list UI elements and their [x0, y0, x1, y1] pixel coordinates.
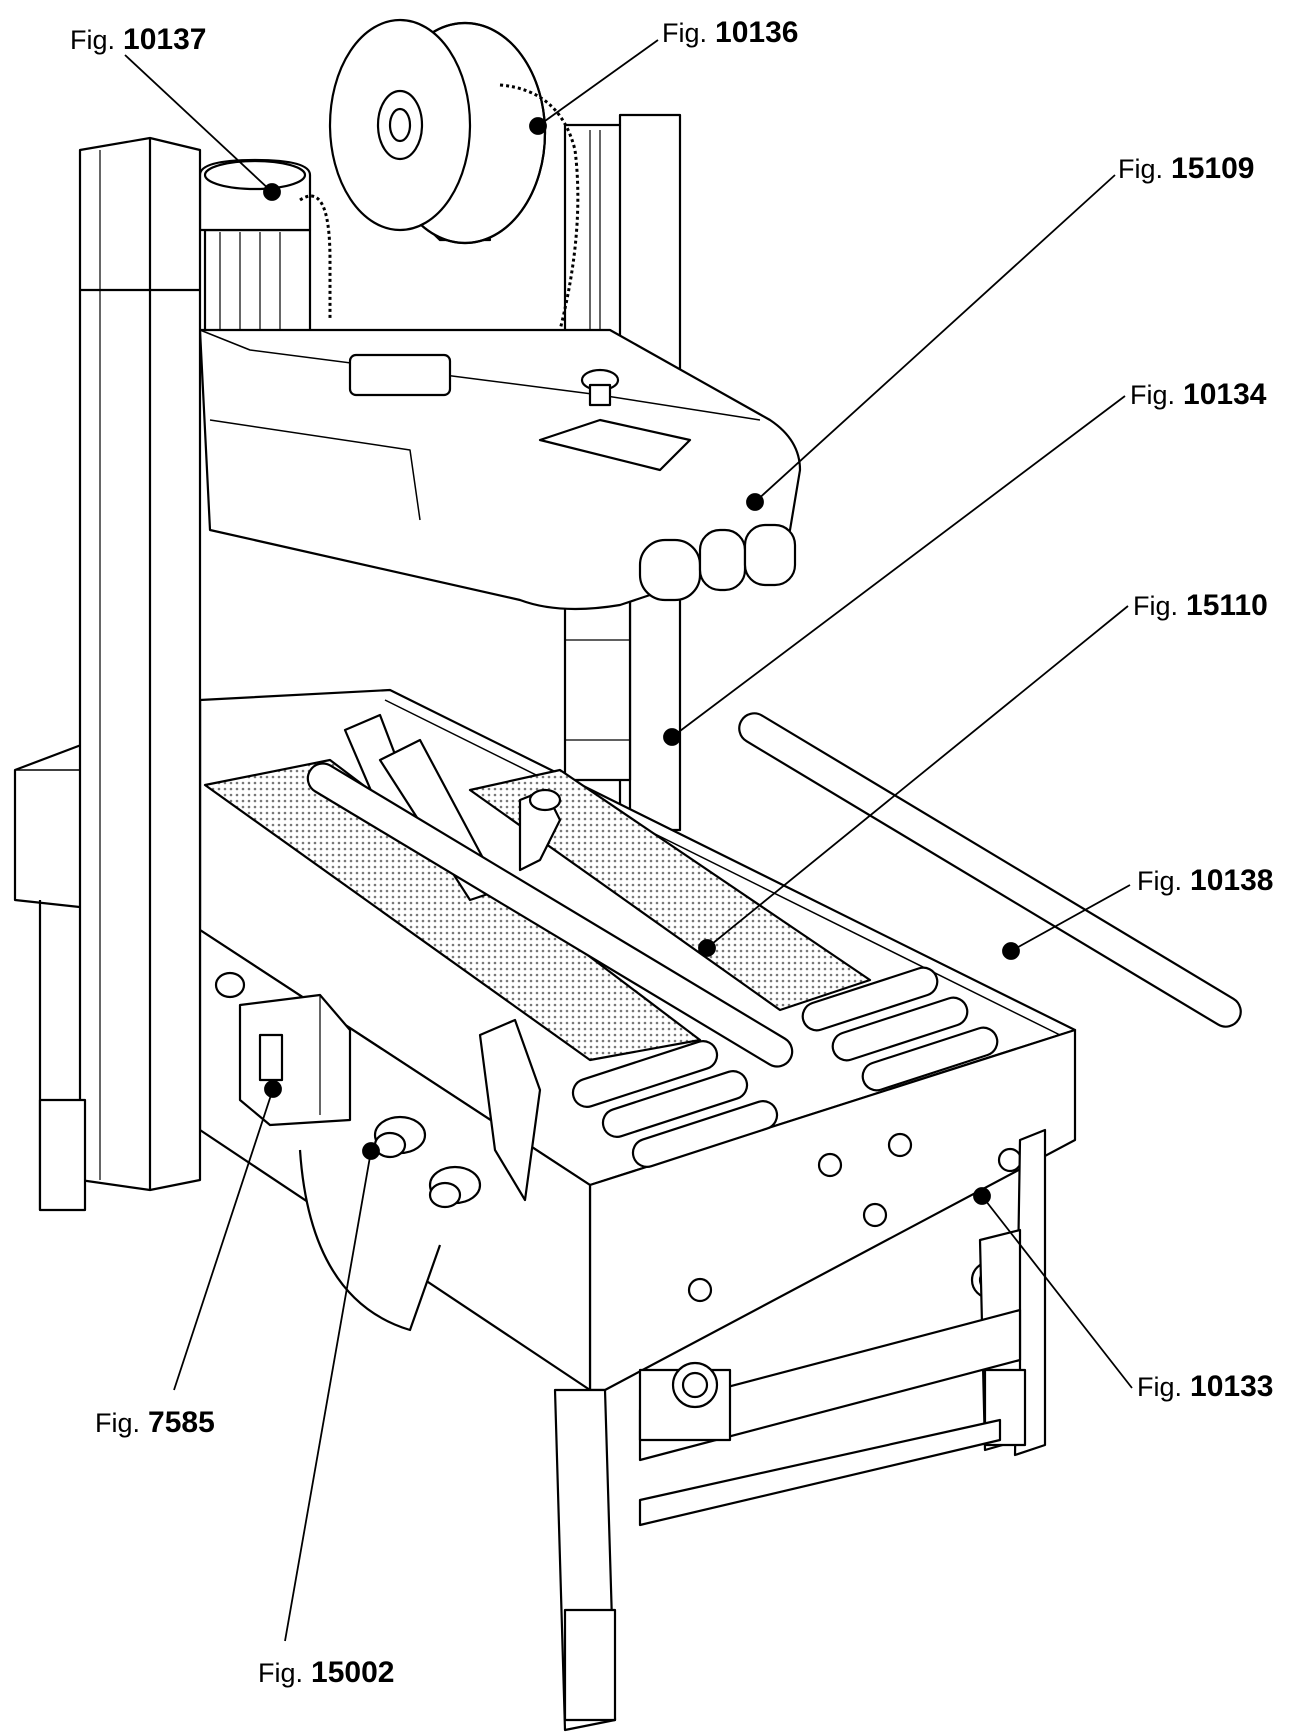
callout-prefix: Fig.	[1130, 380, 1176, 410]
callout-fig-10137: Fig.10137	[70, 23, 207, 56]
callout-prefix: Fig.	[1137, 1372, 1183, 1402]
callout-prefix: Fig.	[662, 18, 708, 48]
leader-lines	[124, 39, 1133, 1642]
callout-prefix: Fig.	[70, 25, 116, 55]
callout-fig-15002: Fig.15002	[258, 1656, 395, 1689]
drive-motor	[198, 158, 332, 342]
upper-tape-reel	[328, 18, 580, 331]
callout-fig-15109: Fig.15109	[1118, 152, 1255, 185]
callout-fig-10134: Fig.10134	[1130, 378, 1267, 411]
callout-fig-10138: Fig.10138	[1137, 864, 1274, 897]
callout-number: 15002	[311, 1656, 395, 1689]
callout-prefix: Fig.	[258, 1658, 304, 1688]
callout-number: 10134	[1183, 378, 1267, 411]
callout-prefix: Fig.	[1133, 591, 1179, 621]
callout-prefix: Fig.	[95, 1408, 141, 1438]
drive-belts	[203, 758, 872, 1062]
upper-head-assembly	[198, 328, 802, 611]
callout-number: 15109	[1171, 152, 1255, 185]
callout-fig-7585: Fig.7585	[95, 1406, 215, 1439]
control-knobs	[373, 1115, 482, 1209]
lower-legs	[553, 1128, 1047, 1732]
callout-number: 10138	[1190, 864, 1274, 897]
table-rollers	[571, 966, 999, 1168]
callout-fig-10136: Fig.10136	[662, 16, 799, 49]
callout-prefix: Fig.	[1118, 154, 1164, 184]
callout-number: 10137	[123, 23, 207, 56]
lower-tape-reel	[298, 1149, 442, 1332]
callout-fig-15110: Fig.15110	[1133, 589, 1268, 622]
callout-number: 10133	[1190, 1370, 1274, 1403]
callout-number: 10136	[715, 16, 799, 49]
callout-prefix: Fig.	[1137, 866, 1183, 896]
front-left-column	[38, 136, 202, 1212]
callout-fig-10133: Fig.10133	[1137, 1370, 1274, 1403]
callout-number: 15110	[1186, 589, 1268, 622]
side-guide-bars	[306, 712, 1242, 1202]
callout-number: 7585	[148, 1406, 215, 1439]
